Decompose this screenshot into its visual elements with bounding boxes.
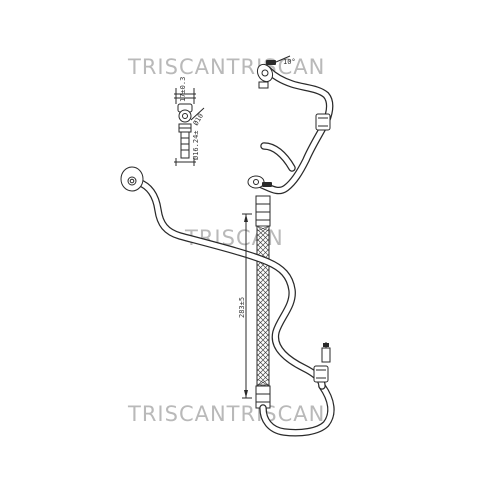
- braid-line: [256, 278, 270, 292]
- braided-hose: [255, 195, 335, 437]
- braid-line: [256, 225, 270, 232]
- braid-line: [256, 308, 270, 322]
- braid-line: [256, 313, 270, 327]
- left-pipe: [134, 178, 326, 390]
- braid-line: [256, 318, 270, 332]
- lower-clamp: [313, 342, 331, 383]
- braid-line: [256, 228, 270, 242]
- braid-line: [256, 288, 270, 302]
- braid-line: [256, 358, 270, 372]
- braid-line: [256, 268, 270, 282]
- braid-line: [256, 363, 270, 377]
- braid-line: [256, 263, 270, 277]
- braid-line: [256, 238, 270, 252]
- angle-annotation: 10°: [275, 55, 296, 66]
- upper-clamp: [315, 113, 331, 131]
- braid-line: [256, 283, 270, 297]
- braid-line: [256, 348, 270, 362]
- watermark-top: TRISCANTRISCAN: [127, 55, 325, 79]
- braid-line: [256, 303, 270, 317]
- braid-line: [256, 298, 270, 312]
- braid-line: [256, 333, 270, 347]
- braid-line: [256, 323, 270, 337]
- braid-line: [256, 378, 270, 387]
- braid-line: [256, 243, 270, 257]
- top-banjo-fitting: [256, 60, 276, 89]
- braid-line: [256, 373, 270, 387]
- braid-line: [256, 338, 270, 352]
- length-dimension: 283±5: [238, 213, 252, 399]
- braid-line: [256, 328, 270, 342]
- watermark-bottom: TRISCANTRISCAN: [127, 402, 325, 426]
- detail-pipe-diameter-label: Ø16.24±: [192, 130, 200, 160]
- detail-bore-label: Ø10: [192, 112, 205, 127]
- hose-start-fitting: [247, 175, 272, 189]
- braid-line: [256, 343, 270, 357]
- braid-line: [256, 273, 270, 287]
- fitting-detail: 17±0.3 Ø10 Ø16.24±: [174, 77, 205, 166]
- angle-label: 10°: [283, 58, 296, 66]
- braid-line: [256, 353, 270, 367]
- braid-line: [256, 225, 270, 237]
- left-banjo-fitting: [120, 166, 144, 192]
- braid-line: [256, 368, 270, 382]
- length-label: 283±5: [238, 297, 246, 318]
- braid-line: [256, 233, 270, 247]
- braid-line: [256, 293, 270, 307]
- detail-height-label: 17±0.3: [179, 77, 187, 102]
